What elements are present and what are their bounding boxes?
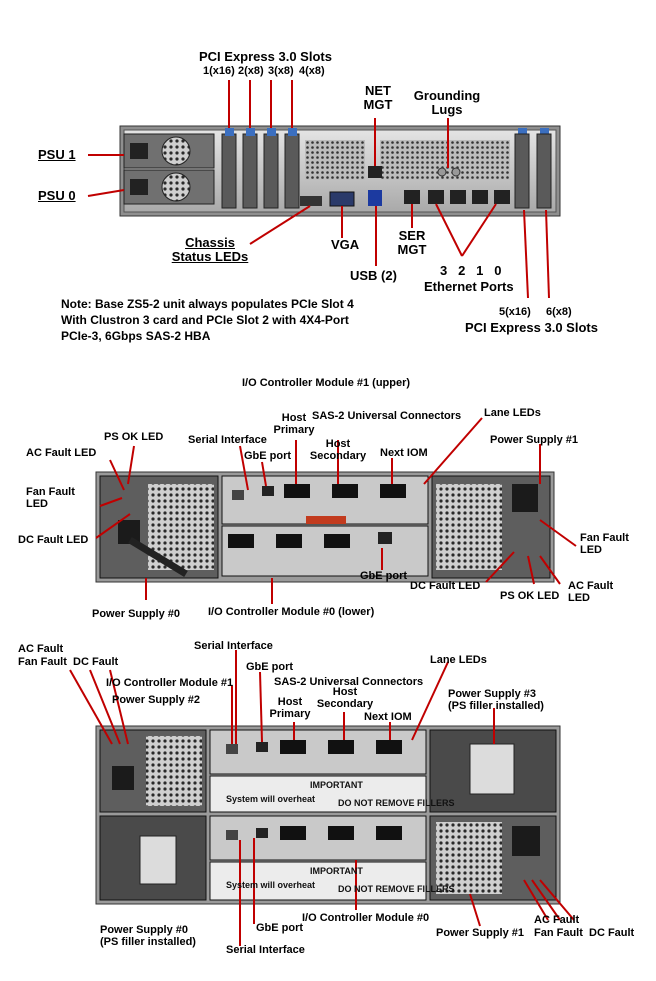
iom1-upper-label: I/O Controller Module #1 (upper) [242, 377, 411, 389]
serial-interface-label-2: Serial Interface [188, 434, 267, 446]
host-secondary-label-2: Host Secondary [309, 438, 367, 462]
sas2-connectors-label-2: SAS-2 Universal Connectors [312, 410, 462, 422]
host-secondary-label-3: Host Secondary [316, 686, 374, 710]
iom0-label-3: I/O Controller Module #0 [302, 912, 430, 924]
ps-ok-led-right-label: PS OK LED [500, 590, 560, 602]
power-supply-0-label-3: Power Supply #0 (PS filler installed) [100, 924, 196, 948]
gbe-port-top-label-3: GbE port [246, 661, 294, 673]
net-mgt-label: NET MGT [363, 83, 393, 112]
sas2-connectors-label-3: SAS-2 Universal Connectors [274, 676, 424, 688]
host-primary-label-3: Host Primary [269, 696, 311, 720]
ser-mgt-label: SER MGT [397, 228, 427, 257]
host-primary-label-2: Host Primary [273, 412, 315, 436]
ac-fault-top-label-3: AC Fault [18, 643, 64, 655]
pcie-slot-5: 5(x16) [499, 306, 531, 318]
pcie-slot-4: 4(x8) [299, 65, 325, 77]
enclosure-rear-4u [95, 725, 561, 905]
overheat-label-0: System will overheat [226, 880, 316, 890]
next-iom-label-3: Next IOM [364, 711, 412, 723]
dc-fault-led-right-label: DC Fault LED [410, 580, 481, 592]
power-supply-0-label-2: Power Supply #0 [92, 608, 181, 620]
note-text: Note: Base ZS5-2 unit always populates P… [61, 297, 354, 343]
pcie-slot-2: 2(x8) [238, 65, 264, 77]
serial-interface-top-label-3: Serial Interface [194, 640, 273, 652]
iom0-lower-label: I/O Controller Module #0 (lower) [208, 606, 375, 618]
psu0-label: PSU 0 [38, 188, 76, 203]
overheat-label-1: System will overheat [226, 794, 316, 804]
important-label-0: IMPORTANT [310, 866, 363, 876]
fan-fault-led-right-label: Fan Fault LED [580, 532, 629, 556]
lane-leds-label-2: Lane LEDs [484, 407, 541, 419]
power-supply-1-label-3: Power Supply #1 [436, 927, 525, 939]
do-not-remove-label-0: DO NOT REMOVE FILLERS [338, 884, 455, 894]
ac-fault-led-label: AC Fault LED [26, 447, 97, 459]
pcie-slot-3: 3(x8) [268, 65, 294, 77]
fan-dc-fault-top-label-3: Fan Fault DC Fault [18, 656, 119, 668]
diagram3-callout-lines [69, 650, 575, 946]
power-supply-1-label-2: Power Supply #1 [490, 434, 579, 446]
vga-label: VGA [331, 237, 360, 252]
pcie-slot-1: 1(x16) [203, 65, 235, 77]
ethernet-ports-label: Ethernet Ports [424, 279, 514, 294]
do-not-remove-label-1: DO NOT REMOVE FILLERS [338, 798, 455, 808]
iom1-label-3: I/O Controller Module #1 [106, 677, 234, 689]
server-rear-chassis [119, 125, 561, 217]
gbe-port-bottom-label-3: GbE port [256, 922, 304, 934]
ps-ok-led-label: PS OK LED [104, 431, 164, 443]
pcie-top-title: PCI Express 3.0 Slots [199, 49, 332, 64]
ethernet-port-numbers: 3 2 1 0 [440, 263, 502, 278]
important-label-1: IMPORTANT [310, 780, 363, 790]
power-supply-2-label: Power Supply #2 [112, 694, 201, 706]
gbe-port-top-label-2: GbE port [244, 450, 292, 462]
next-iom-label-2: Next IOM [380, 447, 428, 459]
fan-dc-fault-bottom-label-3: Fan Fault DC Fault [534, 927, 635, 939]
ac-fault-bottom-label-3: AC Fault [534, 914, 580, 926]
fan-fault-led-left-label: Fan Fault LED [26, 486, 75, 510]
serial-interface-bottom-label-3: Serial Interface [226, 944, 305, 956]
power-supply-3-label: Power Supply #3 (PS filler installed) [448, 688, 544, 712]
pcie-bottom-title: PCI Express 3.0 Slots [465, 320, 598, 335]
chassis-status-leds-label: Chassis Status LEDs [171, 235, 249, 264]
pcie-slot-6: 6(x8) [546, 306, 572, 318]
gbe-port-bottom-label-2: GbE port [360, 570, 408, 582]
ac-fault-led-right-label: AC Fault LED [568, 580, 614, 604]
enclosure-rear-2u [95, 471, 555, 583]
usb-label: USB (2) [350, 268, 397, 283]
lane-leds-label-3: Lane LEDs [430, 654, 487, 666]
diagram1-callout-lines [87, 80, 550, 299]
diagram2-callout-lines [95, 417, 577, 604]
grounding-lugs-label: Grounding Lugs [413, 88, 481, 117]
dc-fault-led-left-label: DC Fault LED [18, 534, 89, 546]
psu1-label: PSU 1 [38, 147, 76, 162]
